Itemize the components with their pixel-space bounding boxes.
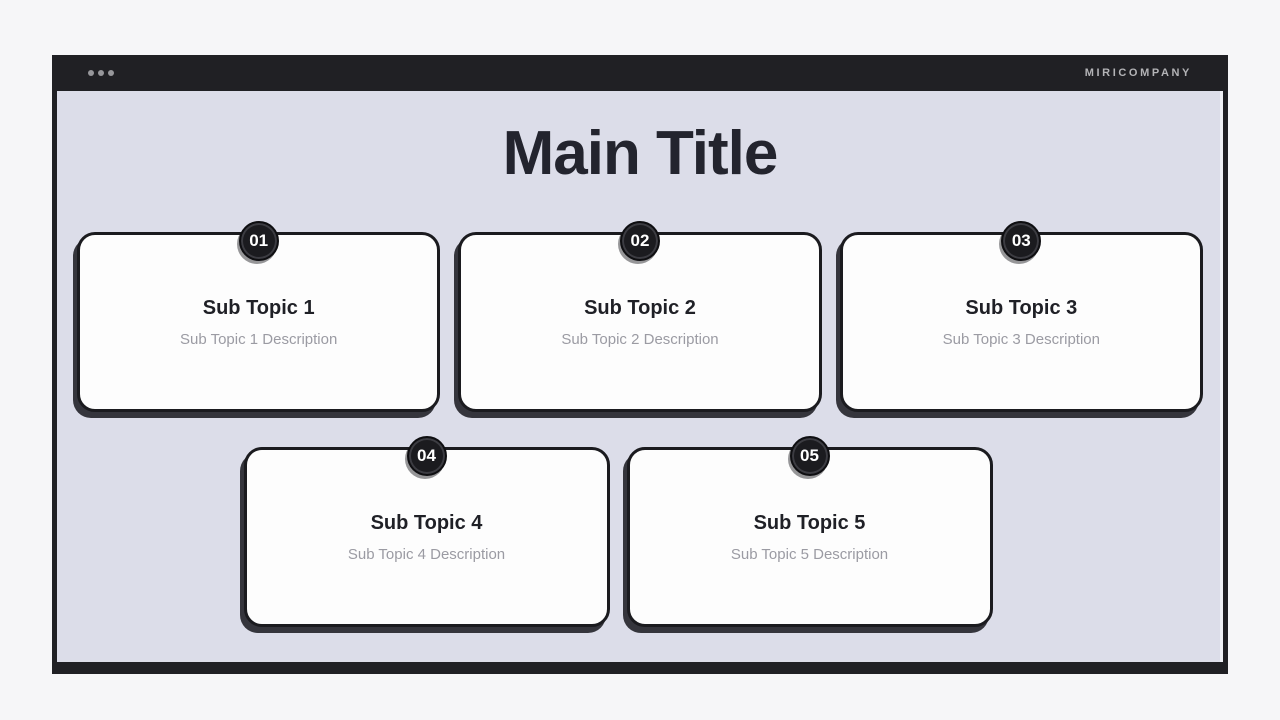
card-title: Sub Topic 2 [584, 296, 696, 319]
dot-icon [88, 70, 94, 76]
topic-card-4: 04 Sub Topic 4 Sub Topic 4 Description [243, 436, 610, 627]
number-badge: 03 [1001, 221, 1042, 261]
card-title: Sub Topic 4 [370, 511, 483, 534]
card-description: Sub Topic 4 Description [347, 545, 506, 563]
card-row-top: 01 Sub Topic 1 Sub Topic 1 Description 0… [57, 221, 1223, 412]
topic-card-3: 03 Sub Topic 3 Sub Topic 3 Description [839, 221, 1203, 412]
slide-content-area: Main Title 01 Sub Topic 1 Sub Topic 1 De… [57, 91, 1223, 662]
topic-card-1: 01 Sub Topic 1 Sub Topic 1 Description [77, 221, 441, 412]
number-badge: 05 [789, 436, 830, 476]
card-description: Sub Topic 5 Description [730, 545, 889, 563]
page-title: Main Title [502, 119, 779, 188]
number-badge: 04 [406, 436, 447, 476]
dot-icon [108, 70, 114, 76]
topic-card-5: 05 Sub Topic 5 Sub Topic 5 Description [626, 436, 993, 627]
slide-canvas: MIRICOMPANY Main Title 01 Sub Topic 1 Su… [52, 55, 1228, 674]
three-dots-menu-icon[interactable] [88, 70, 114, 76]
card-title: Sub Topic 5 [753, 511, 866, 534]
number-badge: 01 [238, 221, 279, 261]
card-description: Sub Topic 1 Description [180, 330, 338, 348]
card-title: Sub Topic 1 [202, 296, 315, 319]
card-description: Sub Topic 2 Description [561, 330, 719, 348]
card-description: Sub Topic 3 Description [942, 330, 1100, 348]
slide-titlebar: MIRICOMPANY [52, 55, 1228, 91]
card-row-bottom: 04 Sub Topic 4 Sub Topic 4 Description 0… [35, 436, 1201, 627]
card-title: Sub Topic 3 [965, 296, 1078, 319]
dot-icon [98, 70, 104, 76]
number-badge: 02 [619, 221, 660, 261]
topic-card-2: 02 Sub Topic 2 Sub Topic 2 Description [458, 221, 822, 412]
brand-label: MIRICOMPANY [1084, 67, 1192, 79]
